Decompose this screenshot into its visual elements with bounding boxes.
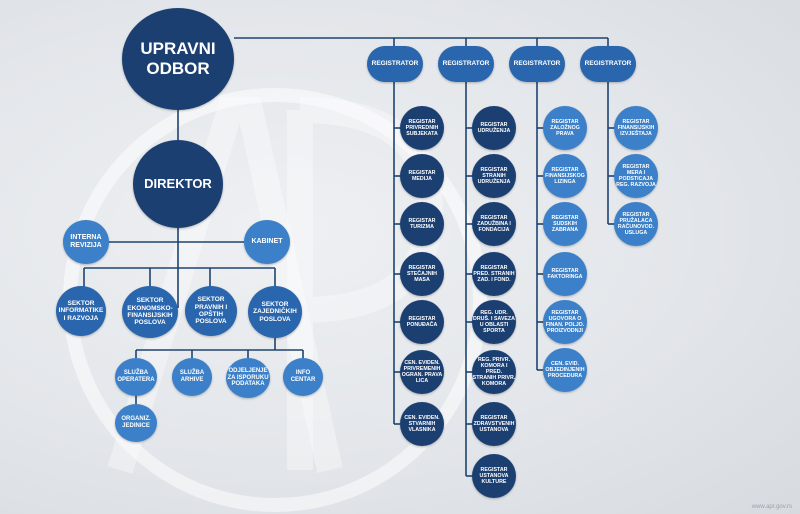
node-odjeljenje-isporuka: ODJELJENJE ZA ISPORUKU PODATAKA [226, 358, 270, 398]
node-r1-item-label: REGISTAR TURIZMA [408, 217, 436, 230]
node-r3-item-label: REGISTAR FAKTORINGA [547, 267, 583, 280]
node-registrator-3-label: REGISTRATOR [513, 60, 561, 68]
node-r3-item-label: REGISTAR ZALOŽNOG PRAVA [550, 118, 580, 138]
node-r2-item-label: REGISTAR USTANOVA KULTURE [479, 466, 509, 486]
node-upravni-odbor: UPRAVNI ODBOR [122, 8, 234, 110]
node-sektor-zajednickih: SEKTOR ZAJEDNIČKIH POSLOVA [248, 286, 302, 338]
node-r1-item-label: REGISTAR MEDIJA [408, 169, 436, 182]
node-r2-item-label: REG. UDR. DRUŠ. I SAVEZA U OBLASTI SPORT… [473, 309, 515, 335]
node-interna-revizija: INTERNA REVIZIJA [63, 220, 109, 264]
node-r4-item-label: REGISTAR PRUŽALACA RAČUNOVOD. USLUGA [617, 211, 655, 237]
node-r3-item: REGISTAR SUDSKIH ZABRANA [543, 202, 587, 246]
node-r4-item: REGISTAR FINANSIJSKIH IZVJEŠTAJA [614, 106, 658, 150]
node-sluzba-arhive-label: SLUŽBA ARHIVE [179, 370, 205, 383]
node-sluzba-operatera-label: SLUŽBA OPERATERA [117, 370, 155, 383]
node-r3-item: REGISTAR UGOVORA O FINAN. POLJO. PROIZVO… [543, 300, 587, 344]
node-registrator-4-label: REGISTRATOR [584, 60, 632, 68]
node-r3-item: REGISTAR ZALOŽNOG PRAVA [543, 106, 587, 150]
node-registrator-4: REGISTRATOR [580, 46, 636, 82]
node-r2-item: REGISTAR PRED. STRANIH ZAD. I FOND. [472, 252, 516, 296]
node-r1-item: CEN. EVIDEN. STVARNIH VLASNIKA [400, 402, 444, 446]
node-organiz-jedinice-label: ORGANIZ. JEDINICE [121, 416, 151, 429]
node-r1-item-label: REGISTAR PRIVREDNIH SUBJEKATA [405, 118, 439, 138]
node-r2-item: REGISTAR ZDRAVSTVENIH USTANOVA [472, 402, 516, 446]
node-r2-item: REGISTAR UDRUŽENJA [472, 106, 516, 150]
node-sektor-zajednickih-label: SEKTOR ZAJEDNIČKIH POSLOVA [253, 300, 297, 323]
node-r2-item: REGISTAR ZADUŽBINA I FONDACIJA [472, 202, 516, 246]
node-r2-item-label: REGISTAR STRANIH UDRUŽENJA [477, 166, 511, 186]
node-r1-item-label: CEN. EVIDEN. STVARNIH VLASNIKA [404, 414, 440, 434]
node-sektor-pravnih-label: SEKTOR PRAVNIH I OPŠTIH POSLOVA [194, 296, 228, 326]
node-odjeljenje-isporuka-label: ODJELJENJE ZA ISPORUKU PODATAKA [227, 367, 269, 388]
node-direktor-label: DIREKTOR [144, 175, 212, 191]
node-r2-item-label: REGISTAR PRED. STRANIH ZAD. I FOND. [473, 264, 515, 284]
node-r3-item: REGISTAR FAKTORINGA [543, 252, 587, 296]
node-sluzba-operatera: SLUŽBA OPERATERA [115, 358, 157, 396]
footer-credit: www.apr.gov.rs [751, 504, 792, 510]
node-sektor-ekonomsko-label: SEKTOR EKONOMSKO- FINANSIJSKIH POSLOVA [127, 297, 173, 327]
node-info-centar: INFO CENTAR [283, 358, 323, 396]
node-sektor-informatike-label: SEKTOR INFORMATIKE I RAZVOJA [58, 299, 104, 322]
node-r1-item-label: REGISTAR STEČAJNIH MASA [406, 264, 438, 284]
node-r1-item: REGISTAR PONUĐAČA [400, 300, 444, 344]
node-r2-item: REG. PRIVR. KOMORA I PRED. STRANIH PRIVR… [472, 350, 516, 394]
node-r4-item: REGISTAR MERA I PODSTICAJA REG. RAZVOJA [614, 154, 658, 198]
node-r3-item-label: REGISTAR SUDSKIH ZABRANA [551, 214, 579, 234]
node-sektor-ekonomsko: SEKTOR EKONOMSKO- FINANSIJSKIH POSLOVA [122, 286, 178, 338]
node-r1-item: REGISTAR PRIVREDNIH SUBJEKATA [400, 106, 444, 150]
node-r4-item-label: REGISTAR FINANSIJSKIH IZVJEŠTAJA [617, 118, 655, 138]
node-r2-item-label: REGISTAR ZDRAVSTVENIH USTANOVA [473, 414, 515, 434]
node-kabinet-label: KABINET [251, 237, 283, 245]
node-r1-item: CEN. EVIDEN. PRIVREMENIH OGRAN. PRAVA LI… [400, 350, 444, 394]
node-organiz-jedinice: ORGANIZ. JEDINICE [115, 404, 157, 442]
node-r2-item-label: REGISTAR UDRUŽENJA [477, 121, 511, 134]
node-r4-item-label: REGISTAR MERA I PODSTICAJA REG. RAZVOJA [616, 163, 656, 189]
node-r3-item: REGISTAR FINANSIJSKOG LIZINGA [543, 154, 587, 198]
node-sektor-pravnih: SEKTOR PRAVNIH I OPŠTIH POSLOVA [185, 286, 237, 336]
node-r1-item-label: REGISTAR PONUĐAČA [406, 315, 438, 328]
node-registrator-1-label: REGISTRATOR [371, 60, 419, 68]
node-kabinet: KABINET [244, 220, 290, 264]
node-sektor-informatike: SEKTOR INFORMATIKE I RAZVOJA [56, 286, 106, 336]
node-direktor: DIREKTOR [133, 140, 223, 228]
node-registrator-1: REGISTRATOR [367, 46, 423, 82]
node-r1-item: REGISTAR STEČAJNIH MASA [400, 252, 444, 296]
node-r3-item: CEN. EVID. OBJEDINJENIH PROCEDURA [543, 348, 587, 392]
node-r3-item-label: REGISTAR UGOVORA O FINAN. POLJO. PROIZVO… [545, 309, 585, 335]
node-r3-item-label: REGISTAR FINANSIJSKOG LIZINGA [545, 166, 585, 186]
node-registrator-3: REGISTRATOR [509, 46, 565, 82]
node-upravni-odbor-label: UPRAVNI ODBOR [140, 39, 216, 78]
node-r1-item-label: CEN. EVIDEN. PRIVREMENIH OGRAN. PRAVA LI… [401, 359, 443, 385]
node-r2-item-label: REG. PRIVR. KOMORA I PRED. STRANIH PRIVR… [472, 356, 516, 388]
node-r1-item: REGISTAR MEDIJA [400, 154, 444, 198]
node-r2-item: REGISTAR USTANOVA KULTURE [472, 454, 516, 498]
node-registrator-2: REGISTRATOR [438, 46, 494, 82]
node-r1-item: REGISTAR TURIZMA [400, 202, 444, 246]
node-r4-item: REGISTAR PRUŽALACA RAČUNOVOD. USLUGA [614, 202, 658, 246]
node-r2-item: REG. UDR. DRUŠ. I SAVEZA U OBLASTI SPORT… [472, 300, 516, 344]
node-r2-item-label: REGISTAR ZADUŽBINA I FONDACIJA [477, 214, 511, 234]
node-r2-item: REGISTAR STRANIH UDRUŽENJA [472, 154, 516, 198]
node-interna-revizija-label: INTERNA REVIZIJA [70, 233, 102, 249]
node-info-centar-label: INFO CENTAR [290, 370, 316, 383]
node-sluzba-arhive: SLUŽBA ARHIVE [172, 358, 212, 396]
node-registrator-2-label: REGISTRATOR [442, 60, 490, 68]
node-r3-item-label: CEN. EVID. OBJEDINJENIH PROCEDURA [545, 360, 585, 380]
